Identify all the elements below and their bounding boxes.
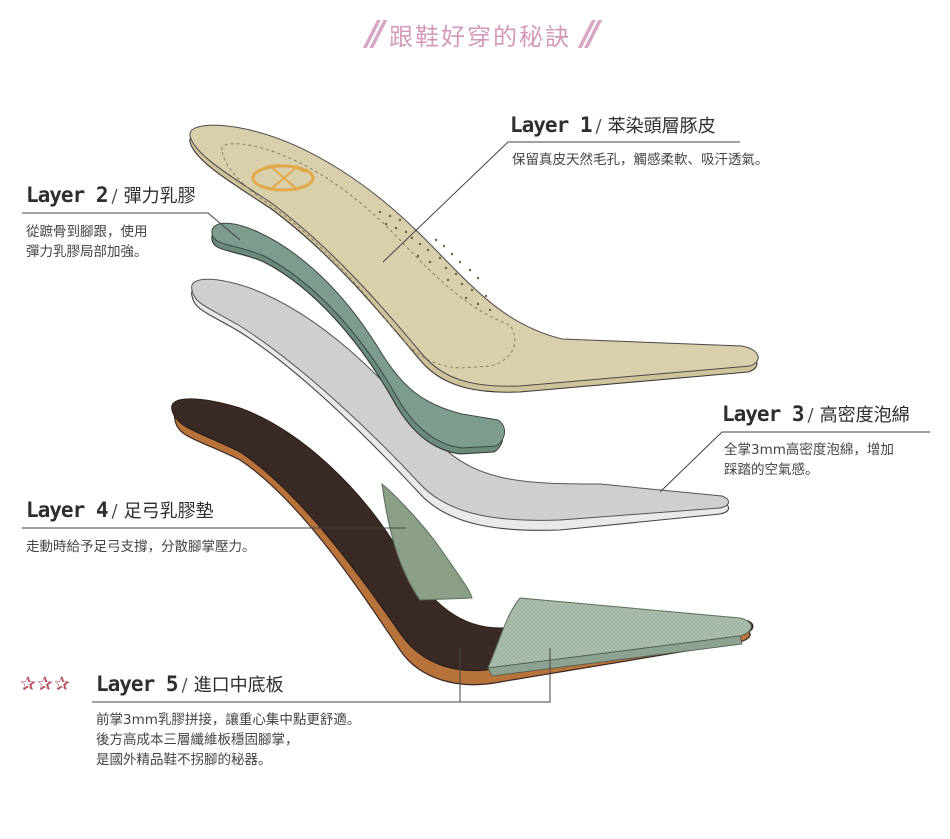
- layer3-tag: Layer 3: [722, 402, 805, 426]
- layer1-desc-line: 保留真皮天然毛孔，觸感柔軟、吸汗透氣。: [512, 152, 769, 168]
- layer3-label: Layer 3/高密度泡綿: [722, 401, 910, 427]
- layer2-description: 從蹠骨到腳跟，使用 彈力乳膠局部加強。: [26, 222, 148, 262]
- layer2-latex: [211, 222, 505, 455]
- leader-lines: [22, 141, 930, 703]
- layer2-name: 彈力乳膠: [123, 186, 196, 207]
- layer2-desc-line: 從蹠骨到腳跟，使用: [26, 224, 148, 240]
- title-text: 跟鞋好穿的秘訣: [389, 22, 571, 51]
- separator-slash: /: [595, 116, 602, 137]
- layer5-midsole-board: [171, 398, 754, 686]
- layer1-label: Layer 1/苯染頭層豚皮: [510, 112, 716, 138]
- page-title: // 跟鞋好穿的秘訣 //: [330, 14, 630, 54]
- layer5-label: Layer 5/進口中底板: [96, 671, 284, 697]
- perforation-holes: [378, 210, 492, 312]
- layer4-description: 走動時給予足弓支撐，分散腳掌壓力。: [26, 537, 256, 557]
- layer4-tag: Layer 4: [26, 498, 109, 522]
- layer3-name: 高密度泡綿: [819, 405, 910, 426]
- layer3-description: 全掌3mm高密度泡綿，增加 踩踏的空氣感。: [724, 440, 894, 480]
- layer3-foam: [191, 278, 730, 531]
- separator-slash: /: [111, 186, 118, 207]
- leader-line-layer5-forefoot: [460, 648, 551, 703]
- layer2-desc-line: 彈力乳膠局部加強。: [26, 244, 148, 260]
- layer2-label: Layer 2/彈力乳膠: [26, 182, 196, 208]
- layer1-tag: Layer 1: [510, 113, 593, 137]
- leader-line-layer2: [22, 212, 241, 241]
- layer5-desc-line: 後方高成本三層纖維板穩固腳掌，: [96, 732, 299, 748]
- layer3-desc-line: 踩踏的空氣感。: [724, 462, 819, 478]
- logo-emblem: [251, 164, 315, 192]
- separator-slash: /: [181, 675, 188, 696]
- layer1-description: 保留真皮天然毛孔，觸感柔軟、吸汗透氣。: [512, 150, 769, 170]
- layer5-name: 進口中底板: [193, 675, 284, 696]
- leader-line-layer3: [659, 431, 930, 493]
- layer5-description: 前掌3mm乳膠拼接，讓重心集中點更舒適。 後方高成本三層纖維板穩固腳掌， 是國外…: [96, 710, 360, 770]
- layer4-name: 足弓乳膠墊: [123, 501, 214, 522]
- layer5-desc-line: 是國外精品鞋不拐腳的秘器。: [96, 752, 272, 768]
- layer4-arch-pad: [381, 482, 473, 601]
- layer1-name: 苯染頭層豚皮: [607, 116, 716, 137]
- layer4-label: Layer 4/足弓乳膠墊: [26, 497, 214, 523]
- layer4-desc-line: 走動時給予足弓支撐，分散腳掌壓力。: [26, 539, 256, 555]
- title-slash-right: //: [581, 14, 600, 54]
- layer5-desc-line: 前掌3mm乳膠拼接，讓重心集中點更舒適。: [96, 712, 361, 728]
- rating-stars: ✰ ✰ ✰: [20, 674, 70, 694]
- title-slash-left: //: [366, 14, 385, 54]
- separator-slash: /: [111, 501, 118, 522]
- layer1-leather: [189, 124, 759, 393]
- layer3-desc-line: 全掌3mm高密度泡綿，增加: [724, 442, 894, 458]
- star-icon: ✰: [36, 673, 53, 695]
- layer5-tag: Layer 5: [96, 672, 179, 696]
- layer2-tag: Layer 2: [26, 183, 109, 207]
- separator-slash: /: [807, 405, 814, 426]
- star-icon: ✰: [53, 673, 70, 695]
- leader-line-layer1: [382, 141, 740, 263]
- star-icon: ✰: [20, 673, 36, 695]
